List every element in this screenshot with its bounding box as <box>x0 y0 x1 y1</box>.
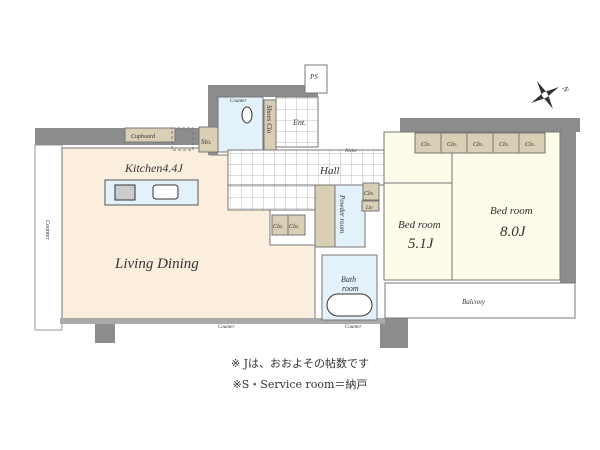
bathtub-icon <box>326 293 373 317</box>
wall <box>208 85 318 97</box>
bedroom-2 <box>451 131 561 281</box>
left-balcony <box>34 144 63 331</box>
bath-counter-label: Counter <box>345 325 361 330</box>
niche-label: Niche <box>344 149 357 154</box>
ps-label: PS <box>309 73 318 81</box>
closet <box>362 182 380 201</box>
wash-counter <box>314 184 336 248</box>
kitchen-label: Kitchen4.4J <box>124 161 183 175</box>
cupboard-label: Cupboard <box>131 134 156 140</box>
closet-row <box>414 132 546 154</box>
ps-box <box>304 64 328 94</box>
window-sill <box>60 318 385 324</box>
bath-label: Bath <box>341 275 356 284</box>
closet-label: Clo. <box>421 142 431 148</box>
stove-icon <box>114 184 136 201</box>
closet-label: Clo. <box>289 224 299 230</box>
bedroom-2-label: Bed room <box>490 205 533 217</box>
balcony-label: Balcony <box>462 298 486 306</box>
hall <box>227 149 401 186</box>
bottom-counter-label: Counter <box>218 325 234 330</box>
closet-label: Clo. <box>525 142 535 148</box>
closet-label: Clo. <box>447 142 457 148</box>
wall <box>400 118 580 132</box>
column <box>95 318 115 343</box>
living-dining-label: Living Dining <box>114 256 199 272</box>
hall <box>227 184 316 211</box>
sto-label: Sto. <box>201 138 212 146</box>
cupboard <box>124 127 176 143</box>
closet-label: Clo. <box>364 191 374 197</box>
closet-label: Clo. <box>273 224 283 230</box>
note-tatami: ※ Jは、おおよその帖数です <box>230 357 370 370</box>
bath-label-2: room <box>342 284 359 293</box>
wall <box>208 85 218 155</box>
powder-room-label: Powder room <box>338 194 346 233</box>
closet-label: Clo. <box>499 142 509 148</box>
wall <box>560 118 576 283</box>
entrance-label: Ent. <box>292 118 306 127</box>
powder-room <box>334 184 366 248</box>
balcony <box>384 282 576 319</box>
compass-north-label: N <box>560 84 571 95</box>
hall-label: Hall <box>319 165 340 177</box>
bedroom-2-size: 8.0J <box>500 224 527 240</box>
closet-label: Clo. <box>473 142 483 148</box>
shoes-clo-label: Shoes Clo <box>265 105 273 134</box>
toilet-counter-label: Counter <box>230 99 246 104</box>
left-counter-label: Counter <box>44 220 50 240</box>
linen-label: Lin <box>365 206 373 211</box>
linen-closet <box>361 200 380 212</box>
compass-icon <box>531 81 559 109</box>
entrance <box>275 96 319 148</box>
bedroom-1 <box>383 182 453 281</box>
toilet-icon <box>241 106 253 124</box>
sink-icon <box>152 184 179 200</box>
bedroom-1-size: 5.1J <box>408 236 435 252</box>
toilet-room <box>217 96 264 153</box>
bedroom-1-label: Bed room <box>398 219 441 231</box>
fridge-space <box>171 127 194 151</box>
note-service-room: ※S・Service room＝納戸 <box>232 378 368 391</box>
